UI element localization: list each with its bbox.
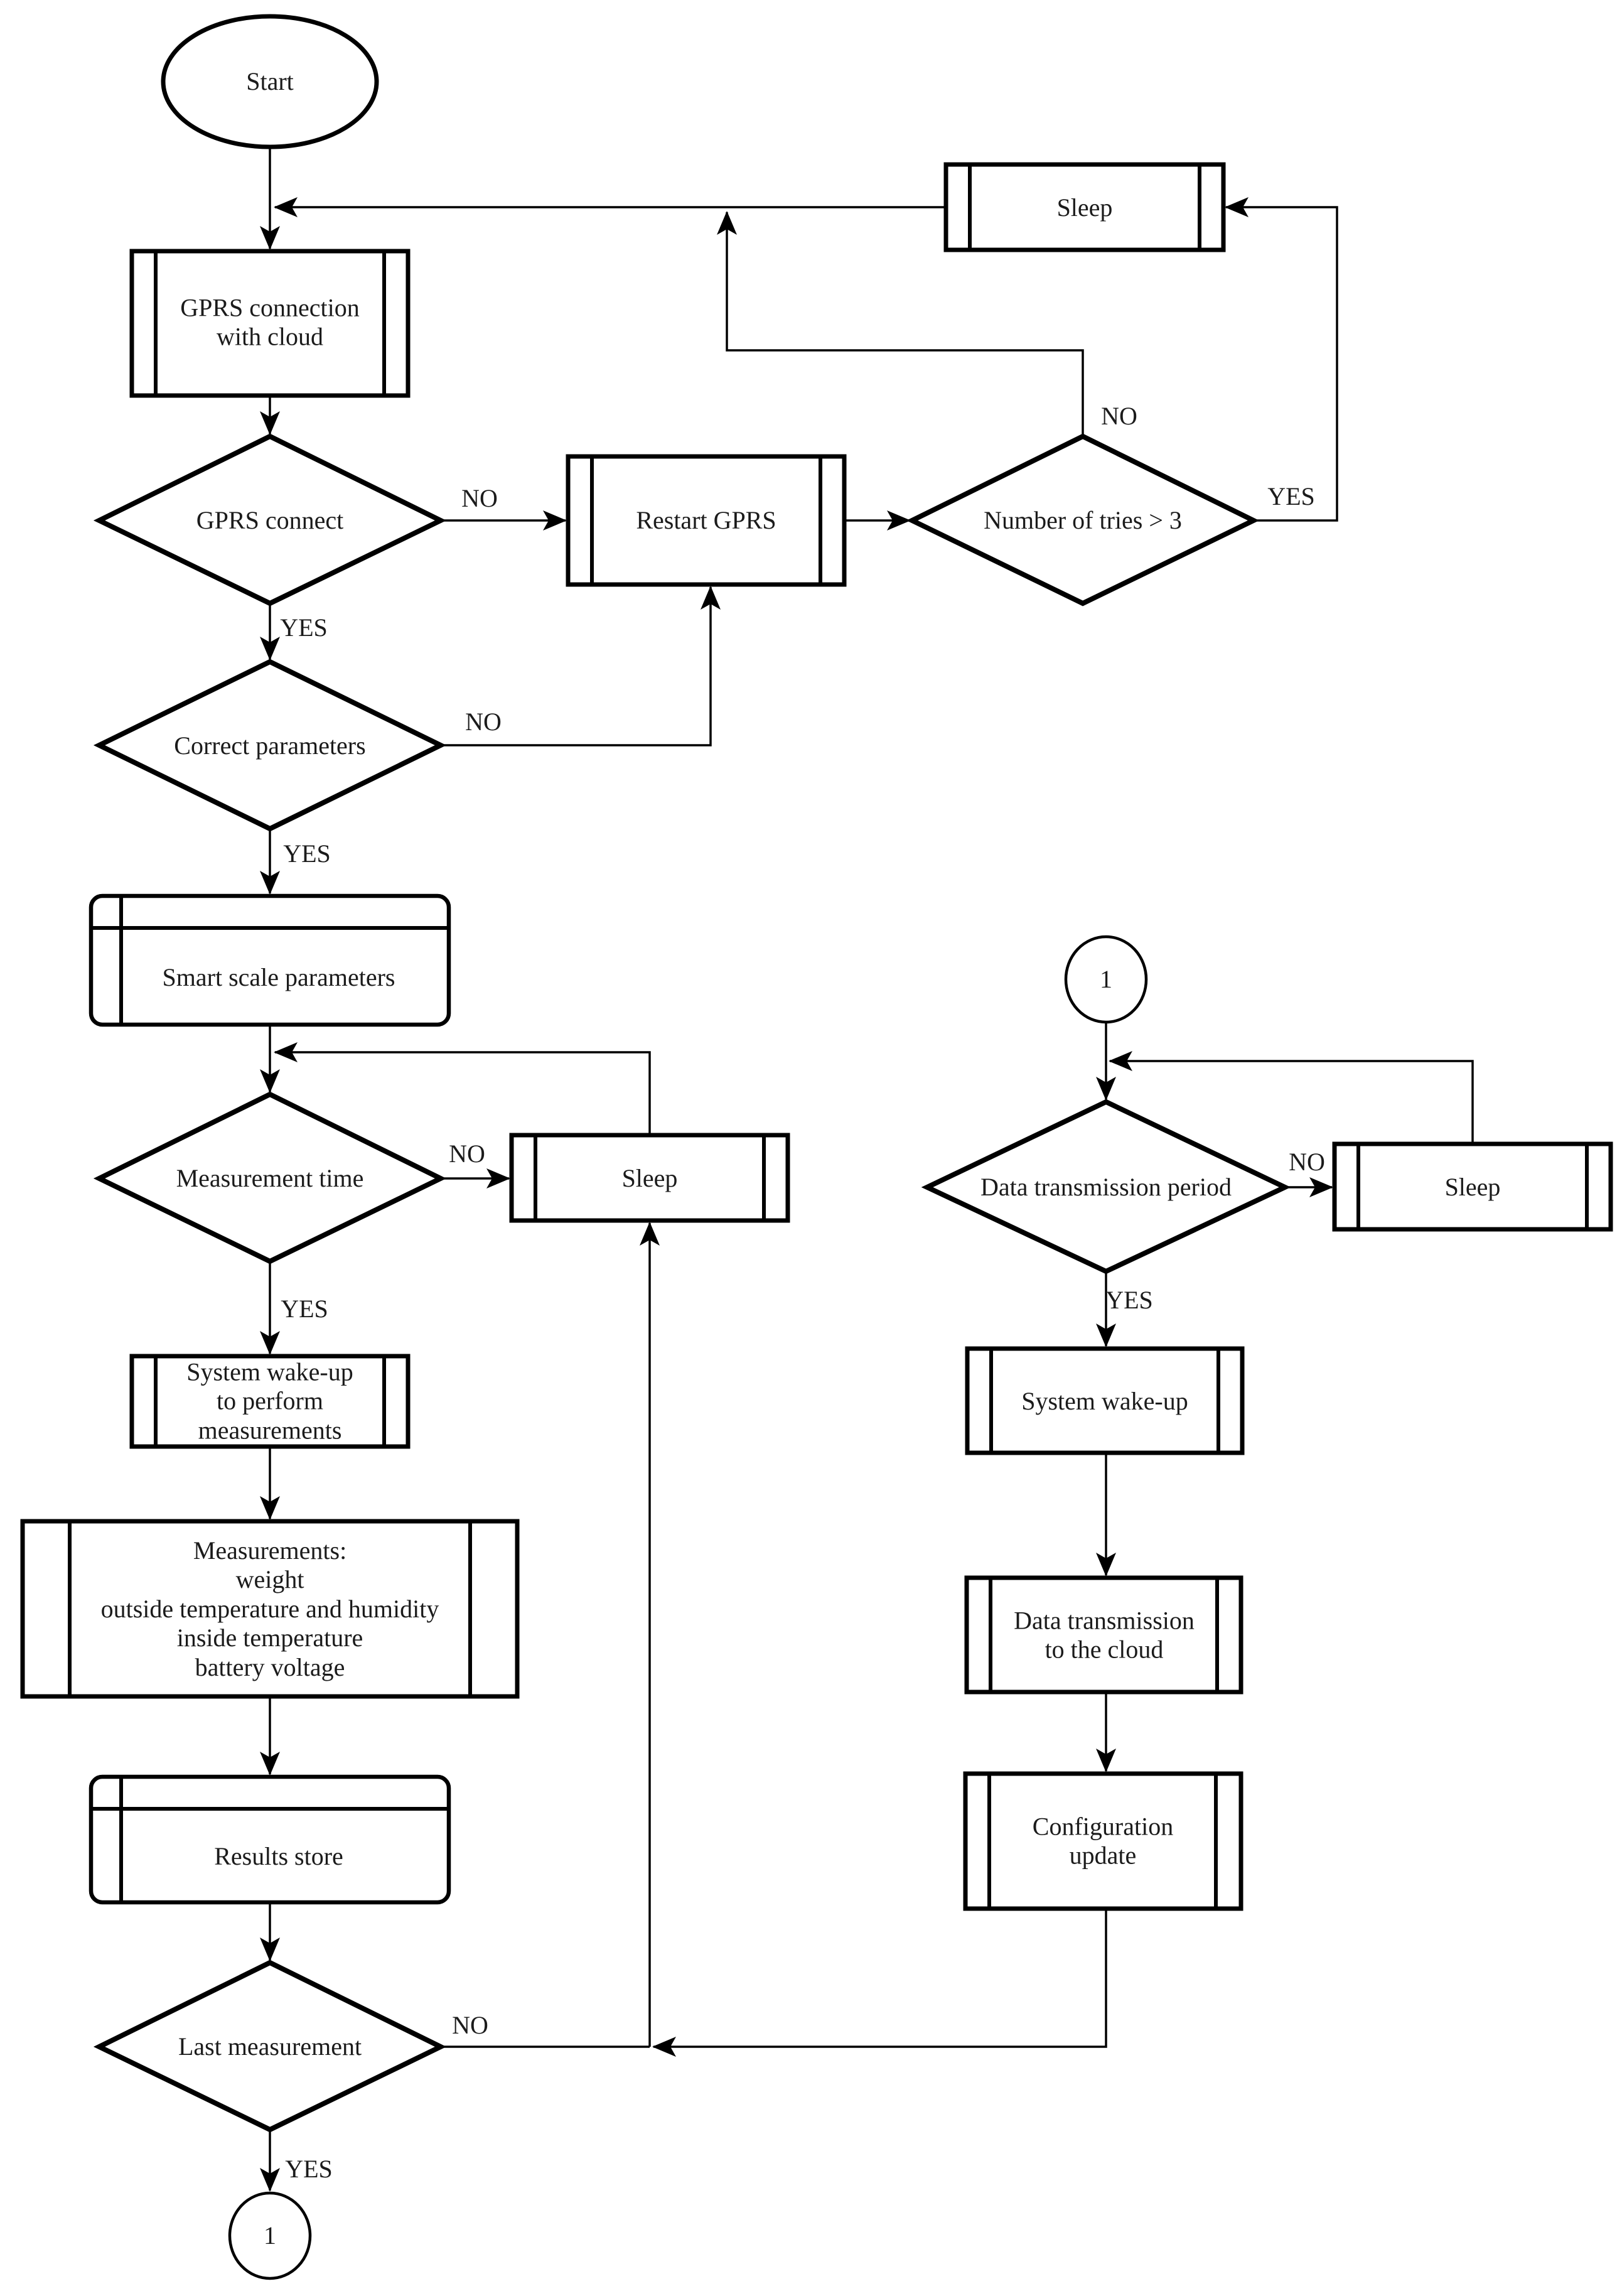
data-transmission-period-no-label: NO xyxy=(1289,1147,1325,1176)
sleep-mid-box xyxy=(509,1133,790,1223)
measurement-time-yes-label: YES xyxy=(281,1294,328,1323)
edge-configuration-update-to-junction xyxy=(652,1910,1107,2057)
gprs-connection-label: GPRS connection with cloud xyxy=(180,293,360,351)
last-measurement-diamond xyxy=(93,1959,447,2133)
measurements-label: Measurements: weight outside temperature… xyxy=(100,1536,439,1681)
gprs-connect-label: GPRS connect xyxy=(196,505,344,534)
connector-1-left-circle xyxy=(228,2191,312,2280)
last-measurement-yes-label: YES xyxy=(285,2154,333,2183)
system-wakeup-measure-label: System wake-up to perform measurements xyxy=(186,1357,353,1445)
edge-sleep-right-loop xyxy=(1109,1051,1474,1143)
start-label: Start xyxy=(246,67,294,95)
node-shapes xyxy=(20,14,1613,2280)
restart-gprs-label: Restart GPRS xyxy=(636,505,776,534)
sleep-right-box xyxy=(1332,1141,1613,1232)
last-measurement-label: Last measurement xyxy=(178,2032,362,2061)
system-wakeup-label: System wake-up xyxy=(1021,1386,1188,1415)
smart-scale-parameters-label: Smart scale parameters xyxy=(162,962,395,991)
connector-1-right-label: 1 xyxy=(1100,964,1112,993)
restart-gprs-box xyxy=(566,454,847,587)
gprs-connect-diamond xyxy=(93,433,447,606)
edge-tries-yes-to-sleep-top xyxy=(1225,197,1338,522)
edges xyxy=(260,149,1474,2192)
gprs-connect-no-label: NO xyxy=(461,483,498,512)
sleep-right-label: Sleep xyxy=(1444,1172,1501,1201)
measurements-box xyxy=(20,1519,520,1699)
data-transmission-box xyxy=(964,1575,1243,1695)
system-wakeup-box xyxy=(965,1346,1245,1455)
number-of-tries-diamond xyxy=(906,433,1260,606)
correct-parameters-diamond xyxy=(93,659,447,832)
edge-tries-no-loop xyxy=(717,211,1084,435)
smart-scale-parameters-box xyxy=(89,893,451,1027)
correct-parameters-no-label: NO xyxy=(465,707,502,736)
measurement-time-no-label: NO xyxy=(449,1139,485,1168)
last-measurement-no-label: NO xyxy=(452,2010,488,2039)
connector-1-right-circle xyxy=(1064,935,1148,1024)
number-of-tries-label: Number of tries > 3 xyxy=(984,505,1182,534)
gprs-connect-yes-label: YES xyxy=(280,613,328,642)
data-transmission-period-diamond xyxy=(921,1099,1291,1275)
number-of-tries-no-label: NO xyxy=(1101,401,1137,430)
results-store-label: Results store xyxy=(214,1841,343,1870)
data-transmission-period-label: Data transmission period xyxy=(980,1172,1232,1201)
system-wakeup-measure-box xyxy=(129,1354,411,1449)
edge-correct-parameters-no-to-restart xyxy=(442,586,721,746)
configuration-update-box xyxy=(963,1771,1243,1911)
sleep-top-label: Sleep xyxy=(1056,193,1113,222)
measurement-time-diamond xyxy=(93,1091,447,1264)
number-of-tries-yes-label: YES xyxy=(1267,482,1315,510)
sleep-top-box xyxy=(943,162,1226,252)
sleep-mid-label: Sleep xyxy=(621,1163,678,1192)
data-transmission-label: Data transmission to the cloud xyxy=(1014,1606,1195,1664)
gprs-connection-box xyxy=(129,249,411,398)
data-transmission-period-yes-label: YES xyxy=(1105,1285,1153,1314)
measurement-time-label: Measurement time xyxy=(176,1163,364,1192)
connector-1-left-label: 1 xyxy=(264,2221,276,2250)
edge-sleep-mid-loop-to-measurement-time xyxy=(274,1042,651,1134)
results-store-box xyxy=(89,1774,451,1905)
configuration-update-label: Configuration update xyxy=(1032,1812,1174,1870)
correct-parameters-yes-label: YES xyxy=(283,839,331,868)
correct-parameters-label: Correct parameters xyxy=(174,731,366,760)
start-terminator-shape xyxy=(161,14,379,149)
